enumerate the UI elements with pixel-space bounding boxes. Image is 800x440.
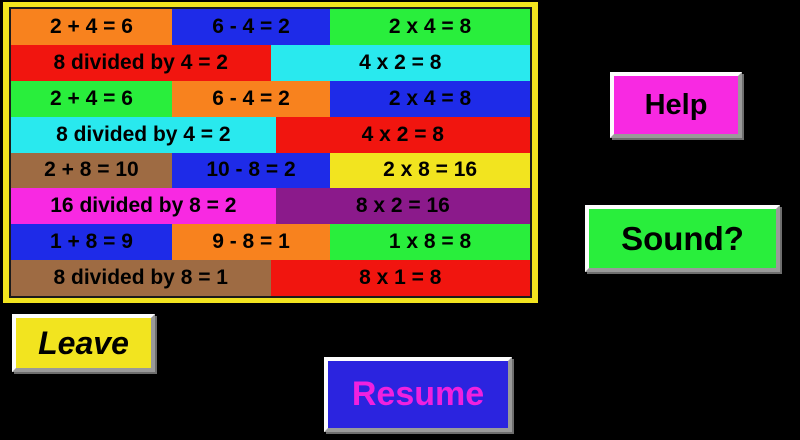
equation-tile[interactable]: 10 - 8 = 2 [171,152,331,189]
equation-tile[interactable]: 8 divided by 4 = 2 [11,116,276,153]
equation-tile[interactable]: 1 + 8 = 9 [11,224,172,261]
equation-tile[interactable]: 8 divided by 8 = 1 [11,260,271,296]
equation-tile[interactable]: 8 x 2 = 16 [275,188,530,225]
help-button[interactable]: Help [610,72,742,138]
equation-tile[interactable]: 2 + 8 = 10 [11,152,172,189]
equation-tile[interactable]: 6 - 4 = 2 [171,9,331,45]
equation-tile[interactable]: 6 - 4 = 2 [171,80,331,117]
equation-tile[interactable]: 9 - 8 = 1 [171,224,331,261]
equation-tile[interactable]: 4 x 2 = 8 [275,116,530,153]
equation-tile[interactable]: 8 divided by 4 = 2 [11,44,271,81]
equation-tile[interactable]: 1 x 8 = 8 [330,224,530,261]
equation-tile[interactable]: 8 x 1 = 8 [270,260,530,296]
equation-tile[interactable]: 2 x 4 = 8 [330,80,530,117]
equation-tile[interactable]: 2 + 4 = 6 [11,9,172,45]
equation-tile[interactable]: 2 x 8 = 16 [330,152,530,189]
equation-tile[interactable]: 16 divided by 8 = 2 [11,188,276,225]
equation-tile[interactable]: 2 + 4 = 6 [11,80,172,117]
sound-button[interactable]: Sound? [585,205,780,272]
resume-button[interactable]: Resume [324,357,512,432]
equation-tile[interactable]: 2 x 4 = 8 [330,9,530,45]
leave-button[interactable]: Leave [12,314,155,372]
equation-tile[interactable]: 4 x 2 = 8 [270,44,530,81]
